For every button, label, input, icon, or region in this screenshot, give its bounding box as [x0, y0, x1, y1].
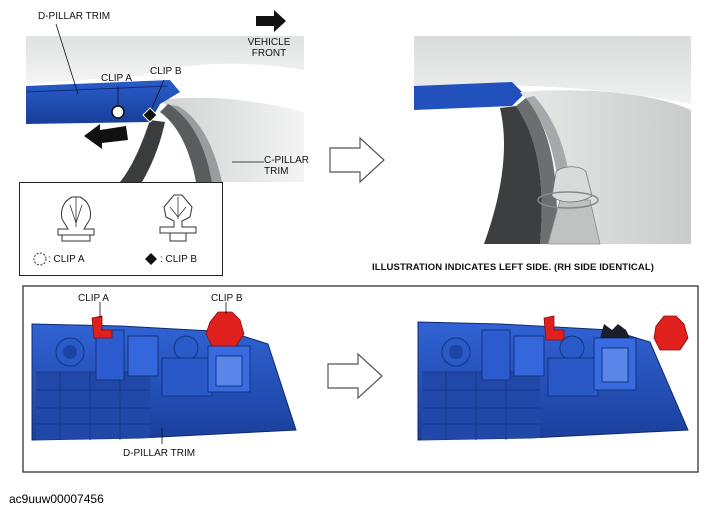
clip-b-icon: [159, 194, 197, 242]
d-pillar-trim-label-top: D-PILLAR TRIM: [38, 11, 111, 22]
removal-direction-arrow: [84, 124, 128, 149]
reference-code: ac9uuw00007456: [9, 492, 104, 506]
illustration-note: ILLUSTRATION INDICATES LEFT SIDE. (RH SI…: [372, 262, 655, 273]
transition-arrow-top: [329, 136, 385, 184]
c-pillar-trim-line1: C-PILLAR: [264, 155, 310, 166]
bottom-frame: [22, 285, 699, 473]
clip-legend: : CLIP A : CLIP B: [19, 182, 223, 276]
c-pillar-trim-label: C-PILLAR TRIM: [264, 155, 309, 177]
clip-a-shape-left: [91, 315, 113, 339]
clip-b-label-top: CLIP B: [150, 66, 182, 77]
d-pillar-trim-shape: [26, 80, 180, 124]
vehicle-front-label: VEHICLE FRONT: [244, 37, 294, 59]
legend-clip-a-label: : CLIP A: [48, 254, 85, 265]
vehicle-front-line2: FRONT: [251, 48, 287, 59]
vehicle-front-arrow: [256, 10, 286, 32]
d-pillar-trim-label-bottom: D-PILLAR TRIM: [123, 448, 196, 459]
transition-arrow-bottom: [327, 352, 383, 400]
legend-clip-b-label: : CLIP B: [160, 254, 198, 265]
legend-clip-b-symbol: [145, 253, 157, 265]
c-pillar-trim-line2: TRIM: [264, 166, 289, 177]
clip-b-shape-left: [205, 311, 245, 347]
clip-b-shape-right: [653, 315, 689, 351]
clip-b-marker: [142, 107, 158, 123]
legend-clip-a-symbol: [33, 252, 47, 266]
clip-a-label-top: CLIP A: [101, 73, 132, 84]
clip-a-shape-right: [543, 315, 565, 341]
clip-a-icon: [57, 196, 95, 242]
vehicle-front-line1: VEHICLE: [247, 37, 291, 48]
clip-a-label-bottom: CLIP A: [78, 293, 109, 304]
clip-b-label-bottom: CLIP B: [211, 293, 243, 304]
clip-legend-icons: [33, 194, 197, 266]
